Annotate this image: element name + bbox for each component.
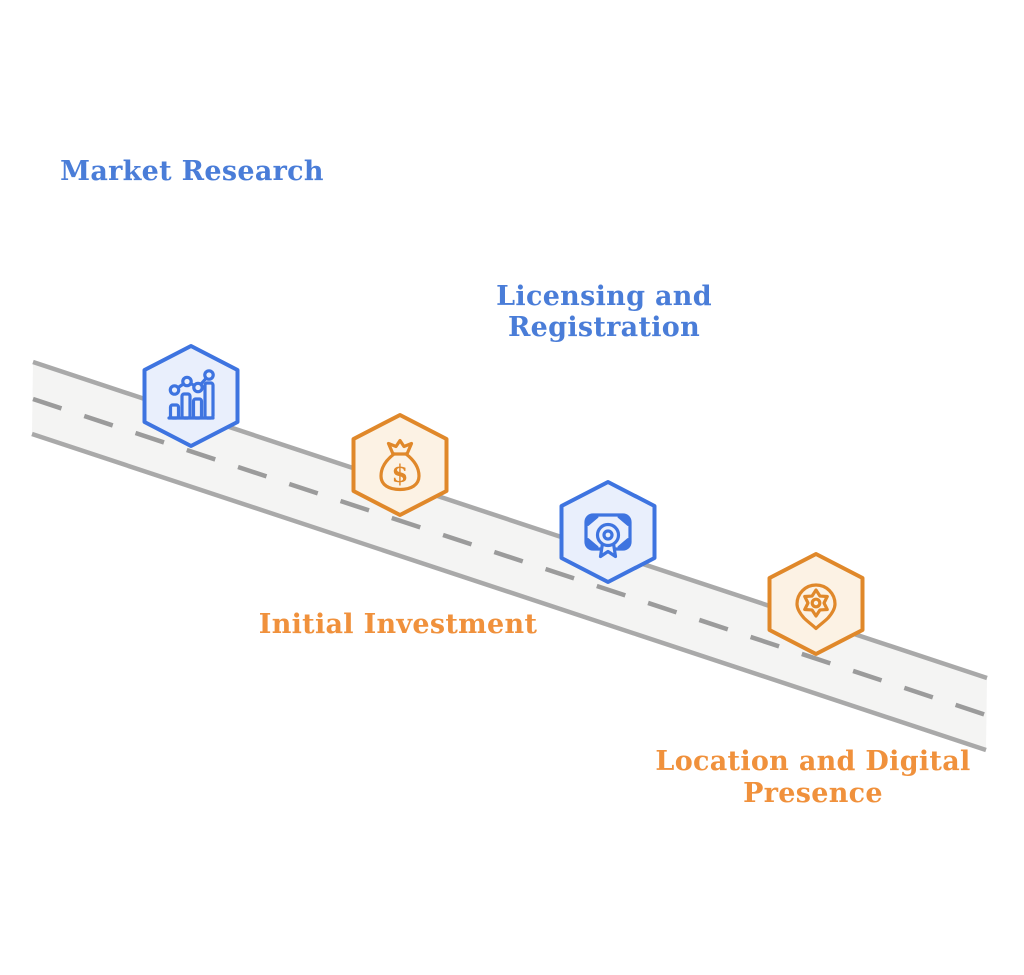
- hexagon-shape: [767, 552, 865, 656]
- label-initial-investment: Initial Investment: [258, 609, 538, 640]
- label-location-and-digital-presence: Location and Digital Presence: [655, 746, 971, 809]
- dollar-sign-glyph: $: [392, 459, 409, 488]
- milestone-initial-investment: $: [345, 407, 455, 523]
- label-market-research: Market Research: [60, 156, 324, 187]
- label-licensing-and-registration: Licensing and Registration: [496, 281, 712, 343]
- milestone-location-and-digital-presence: [761, 546, 871, 662]
- money-bag-icon: $: [379, 438, 421, 492]
- certificate-icon: [584, 513, 632, 559]
- bar-chart-icon: [167, 369, 215, 420]
- road-bottom-edge: [31, 431, 987, 753]
- hexagon-shape: [351, 413, 449, 517]
- location-pin-gear-icon: [795, 583, 837, 631]
- road-center-dashed-line: [32, 396, 987, 718]
- milestone-licensing-and-registration: [553, 474, 663, 590]
- milestone-market-research: [136, 338, 246, 454]
